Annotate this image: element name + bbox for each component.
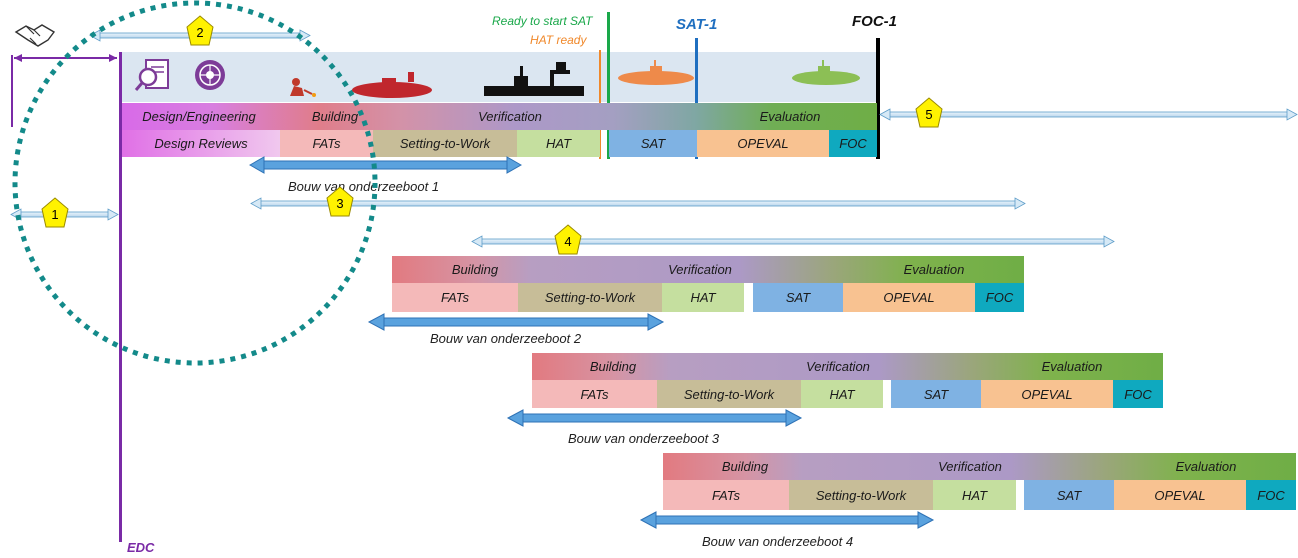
- contract-line: [11, 55, 13, 127]
- thin-arrow-3: [250, 197, 1026, 210]
- sat1-line: [695, 38, 698, 159]
- ready-sat-line: [607, 12, 610, 159]
- gear-network-icon: [195, 60, 225, 90]
- boat3-sat: SAT: [891, 380, 981, 408]
- boat1-evaluation: Evaluation: [759, 109, 821, 124]
- foc1-label: FOC-1: [852, 13, 897, 30]
- submarine-orange-icon: [618, 60, 694, 85]
- boat3-verification: Verification: [806, 359, 870, 374]
- boat4-building: Building: [721, 459, 769, 474]
- boat4-sat: SAT: [1024, 480, 1114, 510]
- boat1-setting-to-work: Setting-to-Work: [373, 130, 517, 157]
- boat3-building: Building: [589, 359, 637, 374]
- boat4-top-band: [663, 453, 1296, 480]
- badge-2-label: 2: [196, 25, 203, 40]
- boat4-setting-to-work: Setting-to-Work: [789, 480, 933, 510]
- hat-ready-label: HAT ready: [530, 33, 587, 47]
- boat4-verification: Verification: [938, 459, 1002, 474]
- submarine-black-icon: [484, 62, 584, 96]
- thin-arrow-5: [879, 108, 1298, 121]
- boat1-building: Building: [311, 109, 359, 124]
- boat1-fats: FATs: [280, 130, 373, 157]
- ready-to-start-sat-label: Ready to start SAT: [492, 14, 593, 28]
- boat2-setting-to-work: Setting-to-Work: [518, 283, 662, 312]
- boat4-opeval: OPEVAL: [1114, 480, 1246, 510]
- build-arrow-2: [367, 313, 665, 331]
- build-arrow-1: [248, 156, 523, 174]
- welder-icon: [290, 78, 316, 97]
- boat2-foc: FOC: [975, 283, 1024, 312]
- badge-3: 3: [326, 186, 354, 217]
- badge-5: 5: [915, 97, 943, 128]
- submarine-red-icon: [352, 72, 432, 98]
- boat2-verification: Verification: [668, 262, 732, 277]
- boat1-verification: Verification: [478, 109, 542, 124]
- submarine-green-icon: [792, 60, 860, 85]
- sat1-label: SAT-1: [676, 16, 718, 33]
- handshake-icon: [14, 24, 56, 47]
- boat3-evaluation: Evaluation: [1041, 359, 1103, 374]
- dotted-focus-circle: [12, 0, 378, 366]
- boat3-foc: FOC: [1113, 380, 1163, 408]
- build-arrow-4: [639, 511, 935, 529]
- boat4-hat: HAT: [933, 480, 1016, 510]
- boat1-hat: HAT: [517, 130, 600, 157]
- boat2-sat: SAT: [753, 283, 843, 312]
- boat4-foc: FOC: [1246, 480, 1296, 510]
- edc-label: EDC: [127, 540, 155, 555]
- boat1-opeval: OPEVAL: [697, 130, 829, 157]
- boat2-hat: HAT: [662, 283, 744, 312]
- boat2-caption: Bouw van onderzeeboot 2: [430, 331, 582, 346]
- boat2-evaluation: Evaluation: [903, 262, 965, 277]
- boat2-building: Building: [451, 262, 499, 277]
- boat3-top-band: [532, 353, 1163, 380]
- boat1-caption: Bouw van onderzeeboot 1: [288, 179, 440, 194]
- boat3-opeval: OPEVAL: [981, 380, 1113, 408]
- document-search-icon: [134, 59, 169, 91]
- boat1-sat: SAT: [609, 130, 697, 157]
- boat3-hat: HAT: [801, 380, 883, 408]
- boat1-design-reviews: Design Reviews: [122, 130, 280, 157]
- boat4-caption: Bouw van onderzeeboot 4: [702, 534, 854, 549]
- boat3-setting-to-work: Setting-to-Work: [657, 380, 801, 408]
- boat2-fats: FATs: [392, 283, 518, 312]
- badge-4: 4: [554, 224, 582, 255]
- badge-1-label: 1: [51, 207, 58, 222]
- badge-1: 1: [41, 197, 69, 228]
- boat1-top-band: [122, 103, 877, 130]
- edc-line: [119, 52, 122, 542]
- badge-5-label: 5: [925, 107, 932, 122]
- boat3-fats: FATs: [532, 380, 657, 408]
- build-arrow-3: [506, 409, 803, 427]
- boat3-caption: Bouw van onderzeeboot 3: [568, 431, 720, 446]
- boat4-fats: FATs: [663, 480, 789, 510]
- boat2-opeval: OPEVAL: [843, 283, 975, 312]
- boat4-evaluation: Evaluation: [1175, 459, 1237, 474]
- badge-3-label: 3: [336, 196, 343, 211]
- boat1-design-engineering: Design/Engineering: [142, 109, 256, 124]
- boat2-top-band: [392, 256, 1024, 283]
- contract-arrow: [14, 54, 117, 62]
- boat1-foc: FOC: [829, 130, 877, 157]
- thin-arrow-4: [471, 235, 1115, 248]
- badge-4-label: 4: [564, 234, 571, 249]
- badge-2: 2: [186, 15, 214, 46]
- foc1-line: [876, 38, 880, 159]
